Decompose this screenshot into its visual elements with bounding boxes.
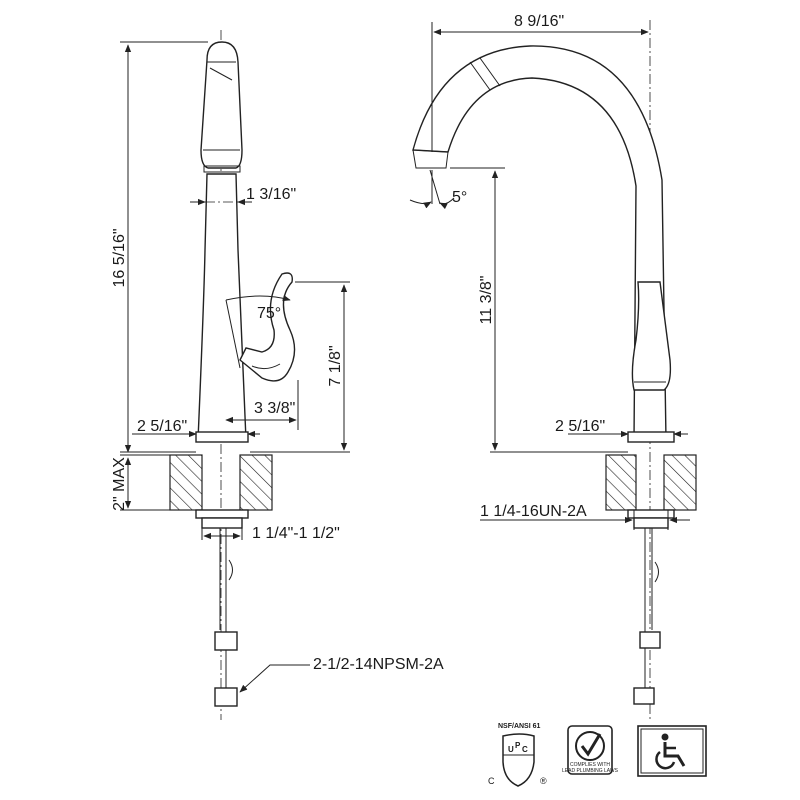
side-handle (239, 272, 296, 382)
compliance-text-line2: LEAD PLUMBING LAWS (562, 768, 619, 774)
dim-inlet-thread: 2-1/2-14NPSM-2A (313, 656, 444, 673)
front-handle (631, 281, 672, 391)
side-inlet-fitting-lower (214, 687, 238, 707)
front-view: 8 9/16" 11 3/8" 5° 2 5/16" 1 1/4-16UN-2A (409, 13, 697, 720)
side-deck-left (169, 454, 203, 511)
dim-max-deck: 2" MAX (111, 457, 128, 511)
dim-spray-angle: 5° (452, 189, 467, 206)
front-base-ring (627, 431, 675, 443)
dim-base-width-right: 2 5/16" (555, 418, 605, 435)
dim-spout-reach: 8 9/16" (514, 13, 564, 30)
dim-spout-height: 11 3/8" (478, 276, 495, 325)
side-inlet-fitting-upper (214, 631, 238, 651)
lead-free-check-icon: COMPLIES WITH LEAD PLUMBING LAWS (562, 725, 619, 775)
upc-letter-u: U (508, 745, 514, 754)
nsf-label: NSF/ANSI 61 (498, 723, 541, 730)
csa-r: ® (540, 776, 547, 786)
dim-shank-range: 1 1/4"-1 1/2" (252, 525, 340, 542)
dim-handle-angle: 75° (257, 305, 281, 322)
dim-handle-height: 7 1/8" (327, 345, 344, 386)
upc-cupc-icon: NSF/ANSI 61 U P C C ® (488, 723, 547, 787)
upc-letter-p: P (515, 741, 521, 750)
ada-wheelchair-icon (637, 725, 707, 777)
dim-handle-reach: 3 3/8" (254, 400, 295, 417)
side-base-ring (195, 431, 249, 443)
front-mount-washer (627, 509, 675, 519)
front-deck-left (605, 454, 637, 511)
front-deck-right (663, 454, 697, 511)
side-mount-washer (195, 509, 249, 519)
upc-letter-c: C (522, 745, 528, 754)
front-mount-nut (633, 517, 669, 529)
dim-shank-thread: 1 1/4-16UN-2A (480, 503, 587, 520)
certification-icons: NSF/ANSI 61 U P C C ® COMPLIES WITH LEAD… (488, 723, 707, 787)
side-view: 16 5/16" 1 3/16" 75° 7 1/8" 3 3/8" 2 5/1… (111, 30, 444, 720)
front-inlet-fitting-upper (639, 631, 661, 649)
side-spray-head (200, 41, 243, 169)
front-gooseneck-spout (412, 45, 667, 441)
dim-spout-width: 1 3/16" (246, 186, 296, 203)
dim-base-width-left: 2 5/16" (137, 418, 187, 435)
dim-overall-height: 16 5/16" (111, 228, 128, 287)
compliance-text-line1: COMPLIES WITH (570, 762, 610, 768)
side-mount-nut (201, 517, 243, 529)
side-deck-right (239, 454, 273, 511)
side-neck (197, 173, 247, 441)
csa-c: C (488, 776, 495, 786)
front-inlet-fitting-lower (633, 687, 655, 705)
